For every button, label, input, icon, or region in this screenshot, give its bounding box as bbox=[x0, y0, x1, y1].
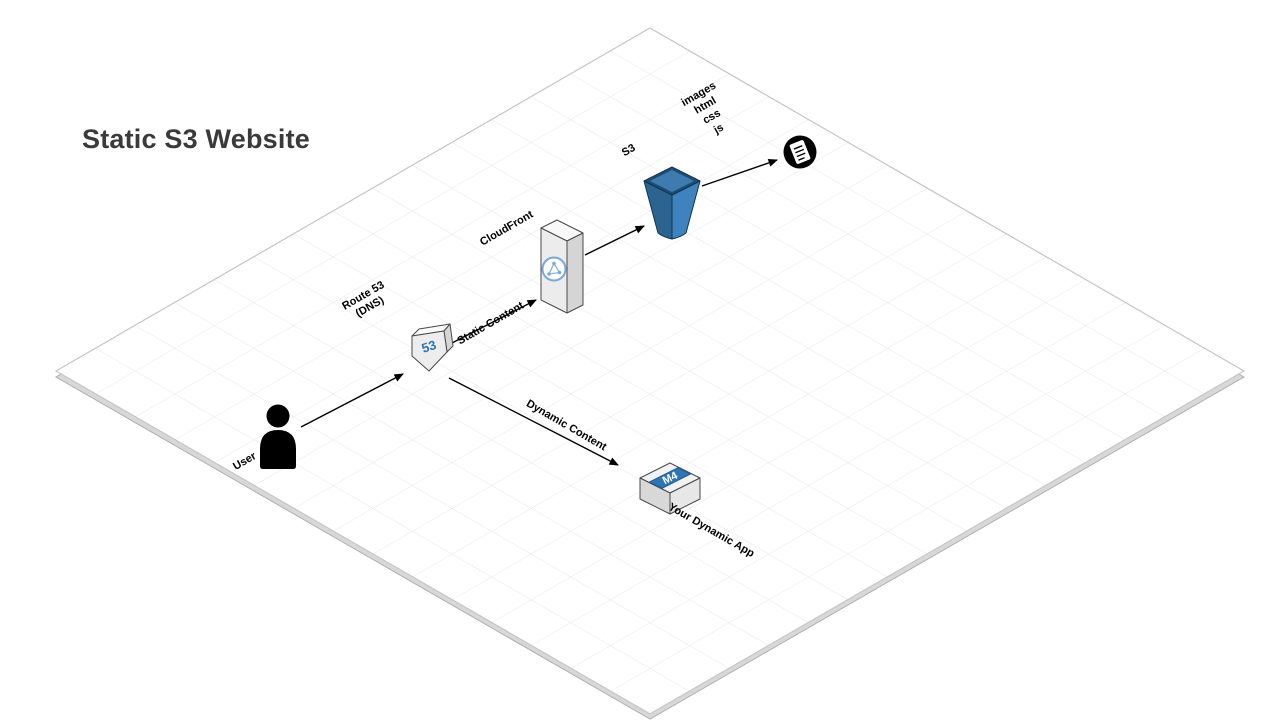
route53-icon: 53 bbox=[411, 323, 454, 372]
arrow-cloudfront-to-s3 bbox=[584, 225, 645, 256]
user-icon bbox=[260, 404, 296, 469]
connectors bbox=[300, 159, 778, 466]
s3-bucket-icon bbox=[643, 166, 701, 240]
arrow-user-to-route53 bbox=[300, 373, 404, 428]
s3-bucket-right-face bbox=[671, 180, 701, 240]
isometric-grid bbox=[56, 28, 1244, 714]
dynamic-app-icon: M4 bbox=[639, 462, 701, 515]
page-title: Static S3 Website bbox=[82, 124, 310, 154]
route53-badge: 53 bbox=[420, 337, 438, 356]
arrow-s3-to-files bbox=[701, 159, 778, 187]
arrow-route53-to-cloudfront bbox=[449, 299, 537, 345]
dynamic-app-right-face bbox=[669, 477, 701, 515]
user-head bbox=[266, 404, 290, 428]
arrow-route53-to-dynamic-app bbox=[448, 377, 619, 466]
files-document bbox=[789, 140, 811, 164]
route53-front-facet bbox=[411, 330, 448, 372]
dynamic-app-badge-plate bbox=[648, 467, 692, 489]
s3-bucket-opening bbox=[650, 170, 694, 192]
files-icon bbox=[783, 135, 817, 169]
cloudfront-icon bbox=[540, 219, 584, 314]
user-body bbox=[260, 430, 296, 469]
cloudfront-side-face bbox=[566, 232, 584, 314]
files-document-lines bbox=[793, 145, 806, 161]
cloudfront-logo-icon bbox=[541, 256, 567, 282]
